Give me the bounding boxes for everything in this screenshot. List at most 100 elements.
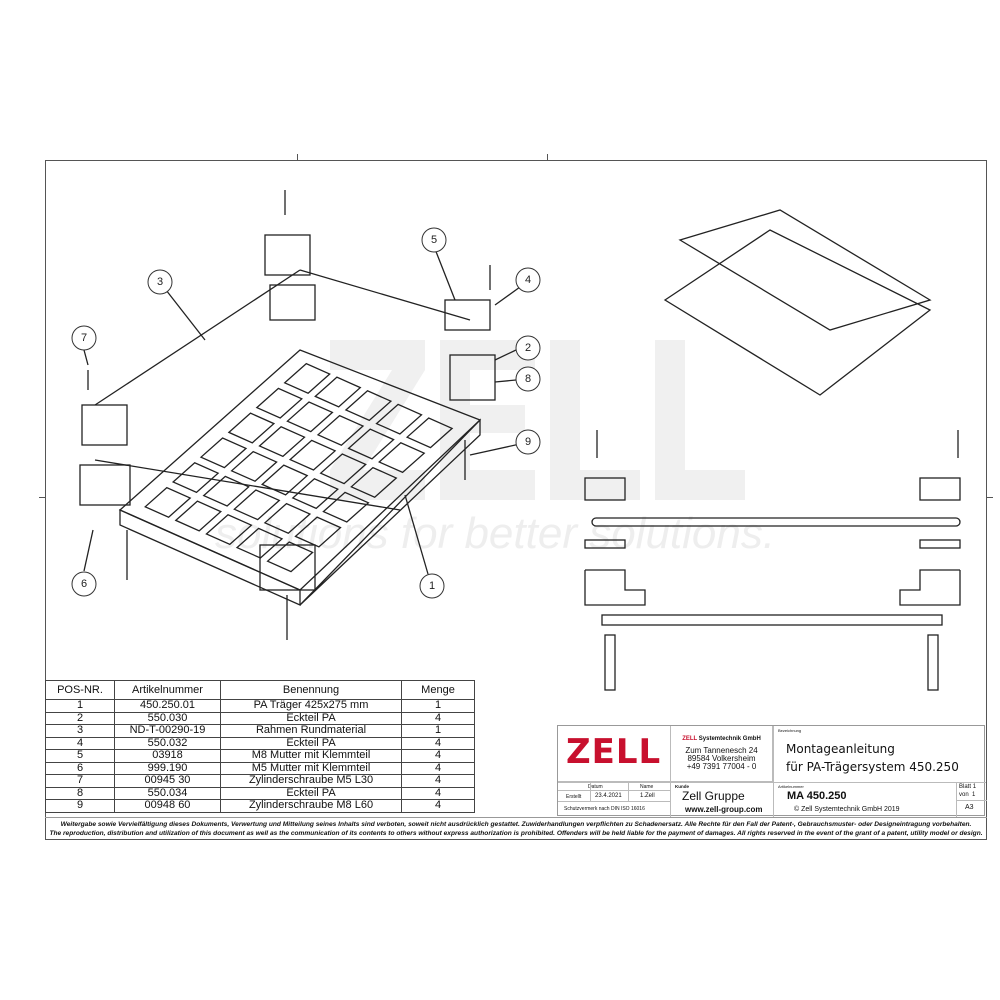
cell-artikelnummer: 00945 30: [114, 774, 221, 788]
frame-rod: [94, 269, 301, 406]
tray-cell: [286, 401, 334, 433]
corner-part: [444, 299, 491, 331]
cell-benennung: Eckteil PA: [220, 711, 402, 725]
side-corner-lower: [584, 569, 646, 606]
cell-artikelnummer: 999.190: [114, 761, 221, 775]
callout-3: 3: [147, 269, 173, 295]
cell-pos: 4: [45, 736, 115, 750]
callouts: 1 2 3 4 5 6 7 8 9: [71, 227, 541, 599]
tray-grid: [144, 362, 454, 573]
zell-logo: ZELL: [558, 726, 671, 782]
company-address: ZELL Systemtechnik GmbH Zum Tannenesch 2…: [671, 726, 773, 782]
legal-footer: Weitergabe sowie Vervielfältigung dieses…: [45, 817, 987, 839]
tray-cell: [266, 541, 314, 573]
tray-cell: [255, 387, 303, 419]
cell-artikelnummer: 03918: [114, 749, 221, 763]
title-block: ZELL ZELL Systemtechnik GmbH Zum Tannene…: [557, 725, 987, 817]
cell-pos: 5: [45, 749, 115, 763]
col-artikelnummer: Artikelnummer: [114, 680, 221, 700]
created-info: Datum Name Erstellt 23.4.2021 1.Zell Sch…: [558, 782, 671, 817]
tray-cell: [294, 516, 342, 548]
svg-text:9: 9: [525, 436, 531, 448]
corner-part: [79, 464, 131, 506]
exploded-isometric-view: [79, 190, 961, 691]
legal-notice-de: Weitergabe sowie Vervielfältigung dieses…: [60, 821, 972, 828]
drawing-frame: [45, 160, 987, 840]
cell-benennung: M8 Mutter mit Klemmteil: [220, 749, 402, 763]
cell-menge: 4: [401, 749, 475, 763]
cell-artikelnummer: 550.034: [114, 786, 221, 800]
tray-cell: [316, 414, 365, 446]
cell-menge: 4: [401, 786, 475, 800]
callout-8: 8: [515, 366, 541, 392]
svg-text:4: 4: [525, 274, 531, 286]
cell-benennung: Zylinderschraube M5 L30: [220, 774, 402, 788]
tray-cell: [199, 437, 248, 469]
tray-cell: [144, 486, 192, 518]
side-tray: [601, 614, 943, 626]
tray-cell: [202, 475, 250, 507]
legal-notice-en: The reproduction, distribution and utili…: [49, 830, 983, 837]
cell-artikelnummer: 00948 60: [114, 799, 221, 813]
cell-artikelnummer: 450.250.01: [114, 699, 221, 713]
cell-benennung: Eckteil PA: [220, 786, 402, 800]
cell-menge: 4: [401, 799, 475, 813]
tray-cell: [258, 426, 306, 458]
svg-text:1: 1: [429, 580, 435, 592]
callout-7: 7: [71, 325, 97, 351]
tray-cell: [283, 362, 331, 394]
corner-part: [269, 284, 316, 321]
tray-cell: [261, 464, 309, 496]
side-rod: [591, 517, 961, 527]
kunde-value: Zell Gruppe: [682, 789, 745, 803]
cell-pos: 3: [45, 724, 115, 738]
corner-part: [259, 544, 316, 591]
callout-4: 4: [515, 267, 541, 293]
callout-6: 6: [71, 571, 97, 597]
frame-tick: [297, 154, 298, 160]
cell-benennung: M5 Mutter mit Klemmteil: [220, 761, 402, 775]
cell-pos: 7: [45, 774, 115, 788]
cell-benennung: PA Träger 425x275 mm: [220, 699, 402, 713]
tray-cell: [235, 527, 284, 559]
side-corner: [584, 477, 626, 501]
tray-cell: [227, 412, 276, 444]
tray-cell: [263, 502, 312, 534]
tray-cell: [322, 491, 370, 523]
cell-artikelnummer: ND-T-00290-19: [114, 724, 221, 738]
artikel-label: Artikelnummer: [778, 784, 804, 789]
tray-cell: [350, 466, 398, 498]
cell-pos: 8: [45, 786, 115, 800]
cell-menge: 4: [401, 774, 475, 788]
cell-benennung: Eckteil PA: [220, 736, 402, 750]
iso-frame-small: [678, 209, 932, 331]
svg-text:8: 8: [525, 373, 531, 385]
svg-text:3: 3: [157, 276, 163, 288]
corner-part: [449, 354, 496, 401]
tray-cell: [291, 478, 339, 510]
col-menge: Menge: [401, 680, 475, 700]
cell-pos: 1: [45, 699, 115, 713]
tray-cell: [205, 514, 253, 546]
tray-cell: [233, 489, 281, 521]
col-pos: POS-NR.: [45, 680, 115, 700]
frame-tick: [547, 154, 548, 160]
tray-cell: [347, 428, 395, 460]
col-benennung: Benennung: [220, 680, 402, 700]
tray-cell: [288, 439, 337, 471]
copyright: © Zell Systemtechnik GmbH 2019: [794, 806, 900, 813]
tray-cell: [314, 376, 362, 408]
bezeichnung-label: Bezeichnung: [778, 728, 802, 733]
callout-9: 9: [515, 429, 541, 455]
table-header-row: POS-NR. Artikelnummer Benennung Menge: [45, 680, 475, 700]
cell-benennung: Zylinderschraube M8 L60: [220, 799, 402, 813]
tray-cell: [344, 390, 393, 422]
svg-text:2: 2: [525, 342, 531, 354]
website-link: www.zell-group.com: [685, 805, 763, 814]
cell-menge: 4: [401, 711, 475, 725]
